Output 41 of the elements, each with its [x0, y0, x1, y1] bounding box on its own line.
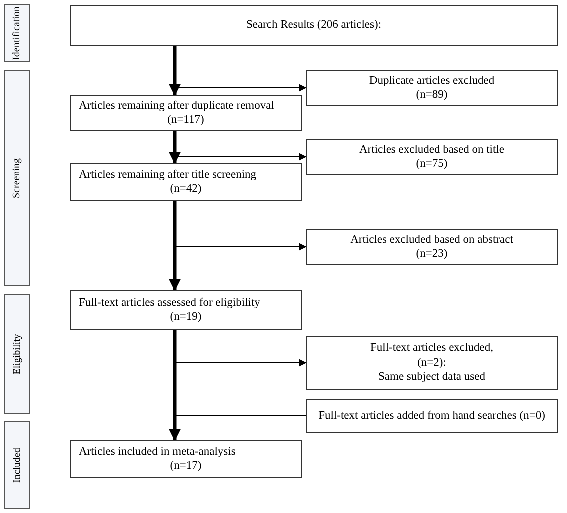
- process-box: [306, 336, 558, 390]
- box-text: Articles excluded based on title: [358, 142, 506, 157]
- box-text: (n=42): [169, 182, 203, 196]
- box-text: (n=89): [415, 88, 449, 102]
- box-text: (n=23): [415, 247, 449, 262]
- box-text: Articles remaining after duplicate removal: [79, 98, 276, 113]
- phase-box: [4, 70, 30, 286]
- phase-label: Included: [10, 448, 24, 482]
- arrow: [169, 46, 181, 96]
- process-box: [306, 139, 558, 175]
- process-box: [306, 70, 558, 106]
- arrow: [169, 330, 181, 442]
- box-text: (n=2):: [416, 356, 448, 370]
- arrow: [169, 131, 181, 164]
- box-text: Full-text articles added from hand searches (n=0): [318, 408, 546, 424]
- phase-box: [4, 421, 30, 509]
- phase-label: Screening: [10, 158, 24, 198]
- box-text: (n=19): [169, 310, 203, 324]
- arrow: [169, 201, 181, 292]
- phase-box: [4, 4, 30, 62]
- box-text: Search Results (206 articles):: [245, 18, 383, 33]
- box-text: Same subject data used: [378, 370, 486, 385]
- box-text: (n=117): [166, 113, 206, 128]
- phase-box: [4, 294, 30, 414]
- box-text: Articles remaining after title screening: [79, 168, 258, 182]
- box-text: Full-text articles excluded,: [370, 341, 494, 356]
- box-text: (n=75): [415, 157, 449, 172]
- process-box: [70, 163, 302, 201]
- box-text: Duplicate articles excluded: [368, 74, 496, 88]
- box-text: Full-text articles assessed for eligibility: [79, 296, 262, 310]
- process-box: [70, 440, 302, 478]
- process-box: [70, 290, 302, 330]
- process-box: [70, 95, 302, 131]
- phase-label: Identification: [10, 6, 24, 60]
- box-text: Articles included in meta-analysis: [79, 444, 237, 459]
- phase-label: Eligibility: [10, 334, 24, 374]
- box-text: (n=17): [169, 459, 203, 474]
- process-box: [70, 5, 558, 46]
- box-text: Articles excluded based on abstract: [350, 232, 514, 247]
- process-box: [306, 229, 558, 265]
- process-box: [306, 399, 558, 433]
